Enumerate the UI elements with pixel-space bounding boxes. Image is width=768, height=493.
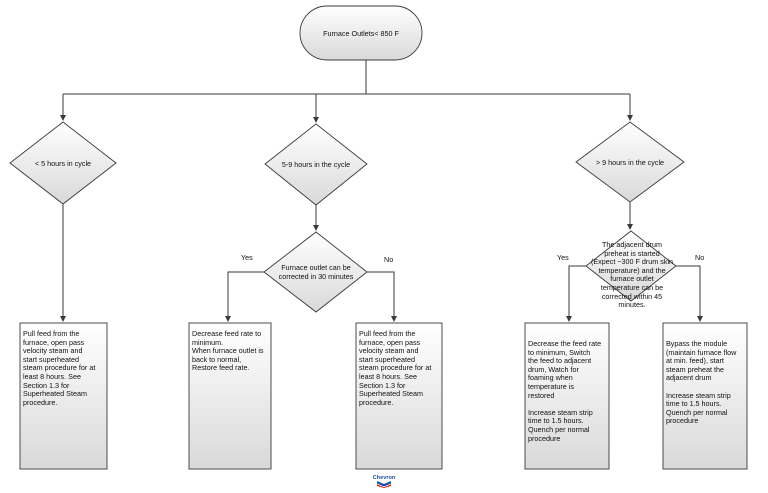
decision-under-5-hours — [9, 121, 117, 205]
start-terminator — [299, 5, 423, 61]
decision-30-minutes-label: Furnace outlet can be corrected in 30 mi… — [278, 263, 354, 281]
connectors — [60, 60, 703, 322]
decision-under-5-hours-label: < 5 hours in cycle — [35, 159, 91, 168]
decision-45-minutes-label: The adjacent drum preheat is started (Ex… — [590, 240, 674, 310]
decision-over-9-hours — [575, 121, 685, 203]
process-box-3 — [355, 322, 443, 470]
decision-30-minutes — [263, 231, 368, 313]
decision-5-9-hours — [264, 123, 368, 206]
chevron-mark-icon — [377, 481, 391, 488]
chevron-logo: Chevron — [367, 475, 401, 489]
yes-label-left: Yes — [241, 253, 253, 262]
start-label: Furnace Outlets< 850 F — [323, 29, 399, 38]
chevron-logo-text: Chevron — [372, 475, 396, 481]
yes-label-right: Yes — [557, 253, 569, 262]
process-box-5 — [662, 322, 748, 470]
process-box-5-text: Bypass the module (maintain furnace flow… — [666, 339, 737, 426]
no-label-right: No — [695, 253, 704, 262]
process-box-2-text: Decrease feed rate to minimum. When furn… — [192, 329, 264, 373]
process-box-2 — [188, 322, 272, 470]
process-box-4 — [524, 322, 610, 470]
process-box-3-text: Pull feed from the furnace, open pass ve… — [359, 329, 432, 407]
process-box-1-text: Pull feed from the furnace, open pass ve… — [23, 329, 96, 407]
no-label-left: No — [384, 255, 393, 264]
decision-5-9-hours-label: 5-9 hours in the cycle — [282, 160, 350, 169]
decision-45-minutes — [585, 230, 677, 302]
process-box-4-text: Decrease the feed rate to minimum, Switc… — [528, 339, 602, 443]
decision-over-9-hours-label: > 9 hours in the cycle — [596, 158, 664, 167]
process-box-1 — [19, 322, 108, 470]
